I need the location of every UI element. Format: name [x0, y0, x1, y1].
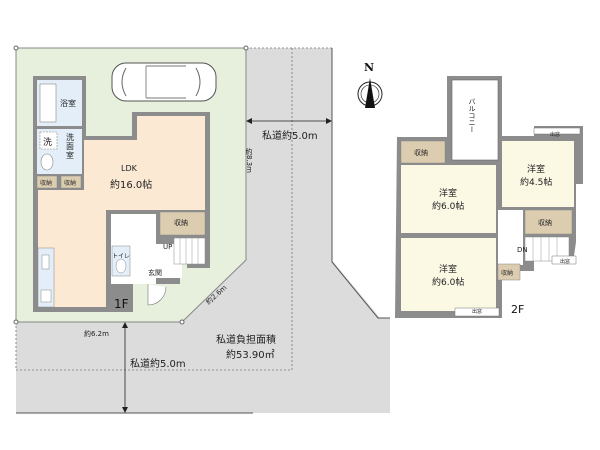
ldk-name: LDK	[121, 164, 137, 173]
western3-name: 洋室	[439, 265, 458, 275]
western1-size: 約6.0帖	[432, 202, 465, 212]
toilet-label: トイレ	[112, 253, 131, 260]
road-east-label: 私道約5.0m	[262, 131, 318, 142]
western3-size: 約6.0帖	[432, 278, 465, 288]
bay-window-bottom-label: 出窓	[472, 309, 483, 315]
dim-east-label: 約8.3m	[245, 148, 253, 173]
western2-name: 洋室	[527, 165, 546, 175]
ldk-size: 約16.0帖	[110, 180, 153, 191]
car-icon	[111, 62, 217, 102]
western1-name: 洋室	[439, 189, 458, 199]
balcony-label: バルコニー	[468, 98, 476, 133]
western2-size: 約4.5帖	[520, 178, 553, 188]
compass-label: N	[364, 61, 375, 74]
storage-s-label: 収納	[501, 270, 514, 277]
stairs-dn-label: DN	[517, 246, 528, 254]
private-road-area	[15, 47, 390, 414]
washroom-label: 洗 面 室	[66, 133, 74, 160]
bay-window-right-label: 出窓	[560, 259, 571, 265]
burden-value: 約53.90㎡	[226, 350, 275, 361]
entrance-label: 玄関	[148, 269, 162, 277]
floor1-plan	[33, 76, 210, 312]
storage-a-label: 収納	[40, 180, 53, 187]
washer-label: 洗	[43, 138, 53, 148]
dim-south-label: 約6.2m	[84, 330, 109, 338]
floor2-plan	[395, 76, 583, 318]
storage-nw-label: 収納	[414, 149, 428, 157]
bay-window-top-label: 出窓	[550, 132, 561, 138]
stairs-up-label: UP	[163, 243, 173, 251]
storage-c-label: 収納	[174, 219, 188, 227]
floor2-label: 2F	[511, 303, 525, 316]
floor1-label: 1F	[114, 297, 129, 311]
storage-b-label: 収納	[64, 180, 77, 187]
compass-north-icon	[357, 78, 383, 108]
road-south-label: 私道約5.0m	[130, 359, 186, 370]
dimension-lines	[122, 118, 332, 413]
burden-title: 私道負担面積	[216, 335, 276, 346]
storage-e-label: 収納	[538, 219, 552, 227]
bath-label: 浴室	[60, 99, 76, 108]
